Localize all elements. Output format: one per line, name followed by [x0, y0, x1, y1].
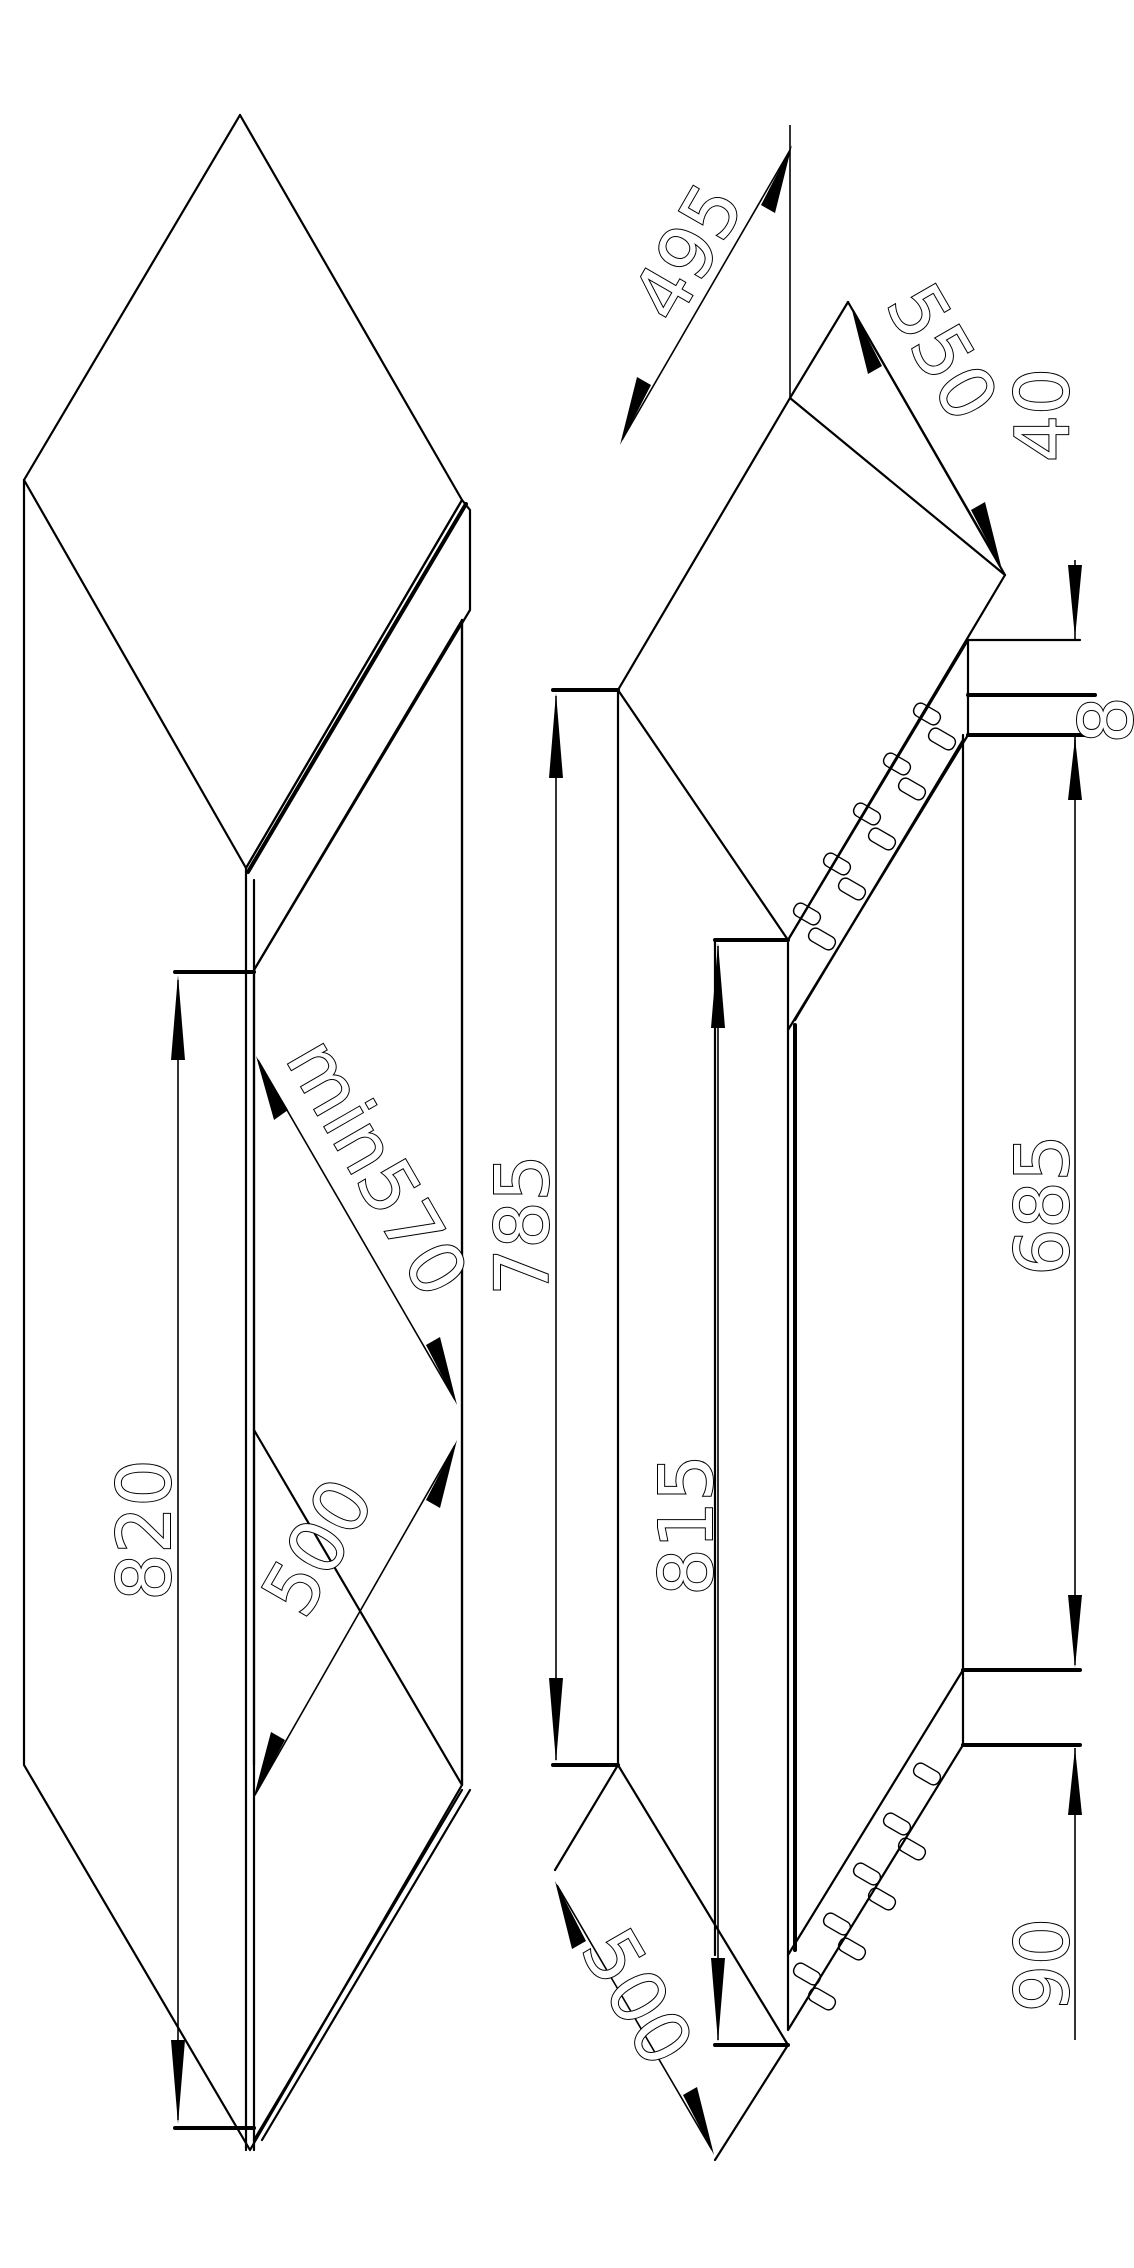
right-dim-685-label: 685	[1000, 1134, 1086, 1275]
left-dim-820-arrow-bottom	[171, 2040, 185, 2124]
left-cabinet-bottom-diag	[252, 1788, 464, 2142]
right-dim-500-label: 500	[564, 1915, 709, 2080]
left-dim-min570-label: min570	[269, 1024, 484, 1310]
right-dim-785-arrow-top	[549, 693, 563, 778]
left-cabinet-diag-1	[252, 618, 464, 972]
left-dim-820-arrow-top	[171, 975, 185, 1060]
right-lower-diag-a	[616, 1763, 790, 2047]
right-dim-550-line	[852, 309, 1001, 566]
right-body-top-diag	[793, 738, 965, 1022]
left-dim-500-label: 500	[246, 1465, 391, 1630]
right-dim-550-arrow-a	[851, 306, 882, 374]
right-dim-495-line	[621, 149, 791, 441]
right-dim-815-label: 815	[644, 1454, 730, 1595]
left-dim-500-arrow-b	[426, 1440, 457, 1508]
left-worktop-edge-bold	[246, 502, 468, 874]
left-cabinet-diag-2	[252, 1428, 464, 1787]
right-dim-8-label: 8	[1064, 696, 1134, 743]
right-view: 495 550 785 815 500 40	[479, 125, 1134, 2162]
right-top-panel-back-1	[788, 300, 850, 400]
right-dim-785-label: 785	[480, 1154, 566, 1295]
right-top-panel	[616, 396, 1007, 942]
right-dim-495-arrow-a	[620, 377, 651, 445]
right-dim-495-arrow-b	[761, 145, 792, 213]
left-view: 820 min570 500	[22, 113, 485, 2152]
right-lower-diag-c	[553, 1763, 620, 1872]
right-vent-slots-upper	[792, 702, 957, 951]
left-dim-500-line	[254, 1444, 456, 1796]
right-dim-40-arrow	[1068, 565, 1082, 638]
left-cabinet-bottom-diag-inner	[260, 1788, 472, 2142]
right-dim-685-arrow-bottom	[1068, 1595, 1082, 1668]
right-dim-500-line	[556, 1884, 713, 2151]
left-dim-min570-line	[257, 1059, 456, 1401]
left-dim-min570-arrow-a	[256, 1056, 288, 1120]
right-vent-slots-lower	[792, 1762, 942, 2011]
right-lower-diag-b	[713, 2043, 790, 2162]
right-dim-550-label: 550	[869, 270, 1014, 435]
right-dim-815-arrow-top	[711, 943, 725, 1028]
right-dim-40-label: 40	[1000, 368, 1086, 462]
right-dim-815-arrow-bottom	[711, 1958, 725, 2042]
right-dim-785-arrow-bottom	[549, 1678, 563, 1762]
left-dim-min570-arrow-b	[426, 1337, 457, 1405]
left-dim-500-arrow-a	[253, 1732, 285, 1800]
right-dim-500-arrow-a	[555, 1881, 586, 1949]
right-dim-495-label: 495	[616, 170, 761, 335]
right-vent-strip-upper	[786, 638, 970, 1032]
left-worktop-top-edge	[22, 113, 464, 870]
right-dim-550-arrow-b	[971, 502, 1002, 570]
right-vent-strip-lower	[786, 1668, 965, 2032]
left-dim-820-label: 820	[102, 1459, 188, 1600]
right-dim-90-arrow	[1068, 1748, 1082, 1815]
right-dim-500-arrow-b	[683, 2087, 714, 2155]
right-dim-90-label: 90	[1000, 1918, 1086, 2012]
